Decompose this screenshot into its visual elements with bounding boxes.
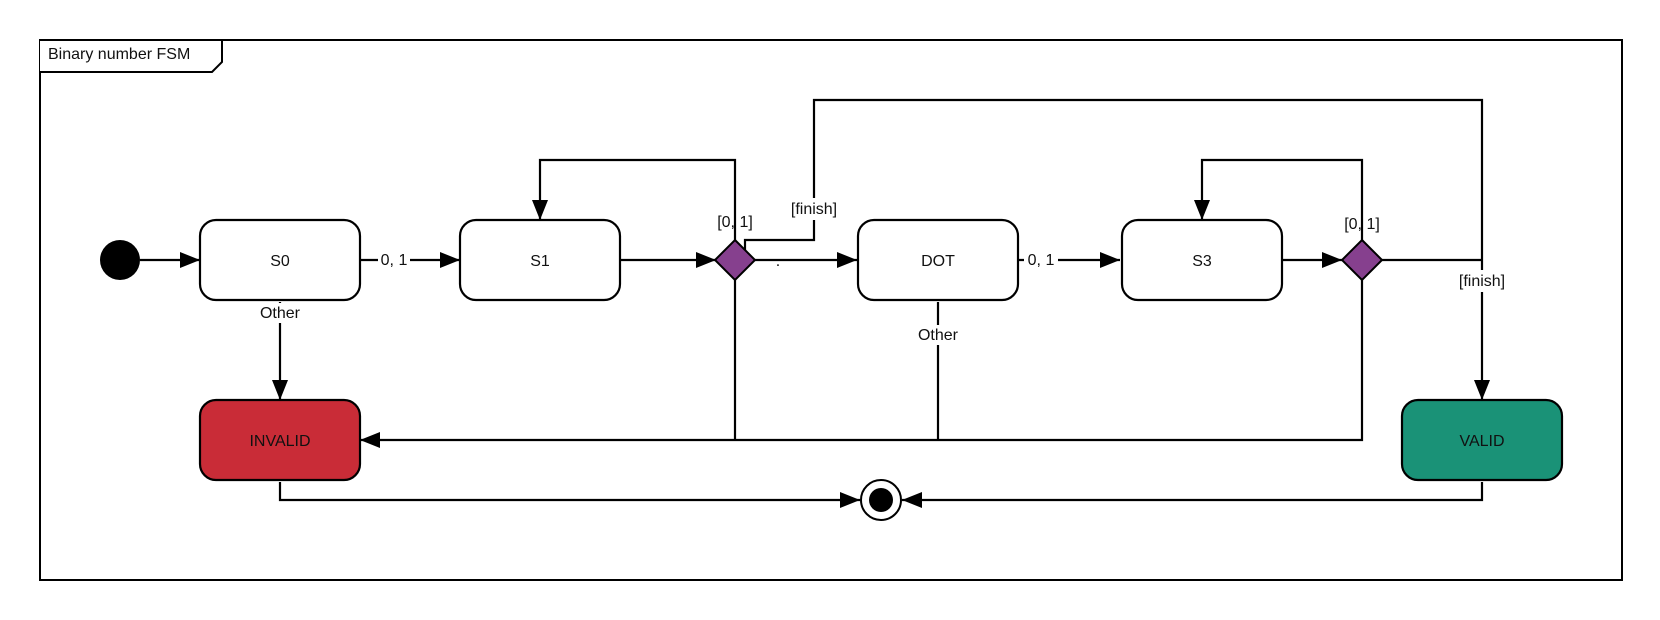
edge-decision2-to-invalid: [360, 280, 1364, 448]
state-s3: S3: [1120, 218, 1284, 302]
state-s0-label: S0: [270, 253, 290, 270]
label-s0-to-invalid: Other: [260, 305, 301, 322]
edge-invalid-to-final: [278, 482, 860, 508]
label-dot-to-invalid: Other: [918, 327, 959, 344]
state-s3-label: S3: [1192, 253, 1212, 270]
label-decision2-loop-guard: [0, 1]: [1344, 216, 1380, 233]
decision-node-2: [1340, 238, 1384, 282]
edge-decision2-loop-to-s3: [1194, 158, 1364, 240]
label-decision2-to-valid: [finish]: [1459, 273, 1505, 290]
state-invalid: INVALID: [198, 398, 362, 482]
label-decision1-to-valid: [finish]: [791, 201, 837, 218]
state-s1-label: S1: [530, 253, 550, 270]
label-dot-to-s3: 0, 1: [1028, 252, 1055, 269]
decision-node-1: [713, 238, 757, 282]
state-valid-label: VALID: [1459, 433, 1504, 450]
final-state-node: [860, 479, 902, 521]
frame-title: Binary number FSM: [48, 46, 190, 63]
initial-state-node: [100, 240, 140, 280]
label-s0-to-s1: 0, 1: [381, 252, 408, 269]
label-decision1-to-dot: .: [776, 253, 780, 270]
edge-valid-to-final: [902, 482, 1484, 508]
edge-decision1-loop-to-s1: [532, 158, 737, 240]
edges: [140, 98, 1490, 508]
state-dot: DOT: [856, 218, 1020, 302]
state-invalid-label: INVALID: [249, 433, 310, 450]
label-decision1-loop-guard: [0, 1]: [717, 214, 753, 231]
edge-labels: 0, 1 Other [0, 1] . [finish] 0, 1 Other …: [256, 198, 1512, 345]
state-s0: S0: [198, 218, 362, 302]
state-dot-label: DOT: [921, 253, 955, 270]
state-s1: S1: [458, 218, 622, 302]
edge-decision1-to-valid: [743, 98, 1490, 400]
state-valid: VALID: [1400, 398, 1564, 482]
